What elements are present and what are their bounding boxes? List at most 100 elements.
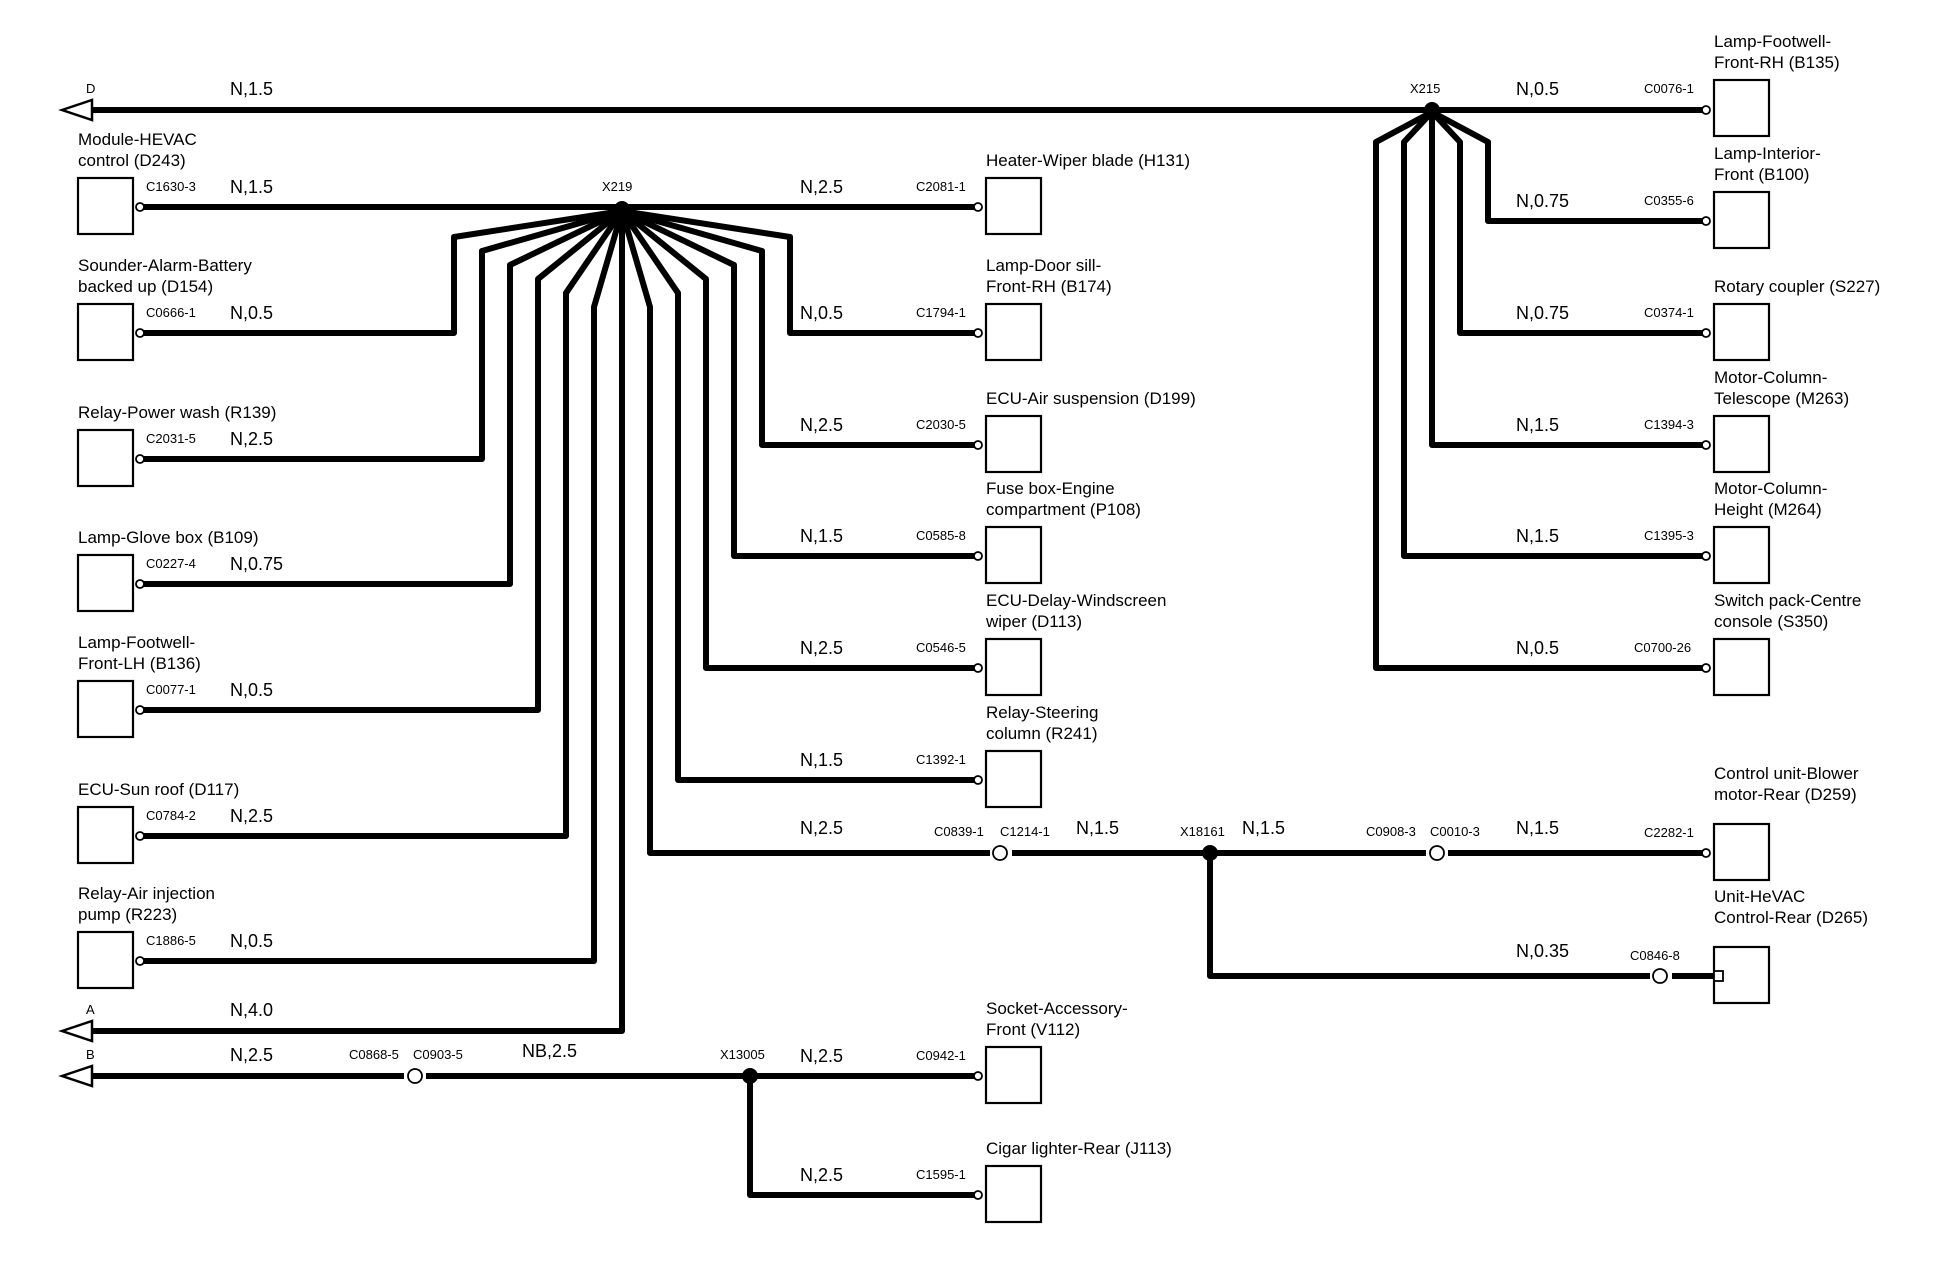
- inline-c0903: C0903-5: [413, 1047, 463, 1062]
- wire-rotary: [1429, 109, 1706, 336]
- connector-pins: [135, 105, 1724, 1200]
- connector-label-socket-acc: C0942-1: [916, 1048, 966, 1063]
- component-name-sounder: Sounder-Alarm-Battery: [78, 256, 252, 275]
- component-name-socket-acc: Front (V112): [986, 1020, 1080, 1039]
- connector-label-cigar: C1595-1: [916, 1167, 966, 1182]
- pin-airinj-icon: [135, 956, 145, 966]
- wire-footwell-lh: [142, 208, 624, 713]
- wire-sunroof: [142, 209, 625, 839]
- component-name-heater-wiper: Heater-Wiper blade (H131): [986, 151, 1190, 170]
- connector-label-door-sill: C1794-1: [916, 305, 966, 320]
- arrow-a-icon: [58, 1019, 94, 1043]
- component-name-delay-wiper: wiper (D113): [985, 612, 1082, 631]
- connector-label-switchpack: C0700-26: [1634, 640, 1691, 655]
- connector-label-fusebox: C0585-8: [916, 528, 966, 543]
- inline-labels: C0839-1 C1214-1 C0908-3 C0010-3 C0868-5 …: [349, 818, 1480, 1062]
- box-sounder: [76, 302, 135, 362]
- box-delay-wiper: [984, 637, 1043, 697]
- inline-c0868: C0868-5: [349, 1047, 399, 1062]
- pin-c0839-icon: [992, 845, 1008, 861]
- connector-label-air-susp: C2030-5: [916, 417, 966, 432]
- wire-label-height: N,1.5: [1516, 526, 1559, 546]
- wire-steering: [619, 209, 978, 783]
- arrow-d-letter: D: [86, 81, 95, 96]
- pin-telescope-icon: [1701, 440, 1711, 450]
- component-name-telescope: Telescope (M263): [1714, 389, 1849, 408]
- wire-powerwash: [142, 208, 623, 462]
- box-telescope: [1712, 414, 1771, 474]
- connector-label-blower: C2282-1: [1644, 825, 1694, 840]
- component-name-hevac-rear: Unit-HeVAC: [1714, 887, 1805, 906]
- splice-x219-label: X219: [602, 179, 632, 194]
- splice-x13005-dot: [742, 1068, 758, 1084]
- component-name-switchpack: Switch pack-Centre: [1714, 591, 1861, 610]
- box-steering: [984, 749, 1043, 809]
- connector-label-rotary: C0374-1: [1644, 305, 1694, 320]
- pin-glovebox-icon: [135, 579, 145, 589]
- wire-label-footwell-rh: N,0.5: [1516, 79, 1559, 99]
- wire-label-footwell-lh: N,0.5: [230, 680, 273, 700]
- component-name-door-sill: Lamp-Door sill-: [986, 256, 1101, 275]
- pin-sounder-icon: [135, 328, 145, 338]
- box-door-sill: [984, 302, 1043, 362]
- component-name-footwell-rh: Front-RH (B135): [1714, 53, 1840, 72]
- component-name-sounder: backed up (D154): [78, 277, 213, 296]
- wire-switchpack: [1373, 109, 1706, 671]
- connector-label-steering: C1392-1: [916, 752, 966, 767]
- inline-wire-x18161-c0908: N,1.5: [1242, 818, 1285, 838]
- wire-label-fusebox: N,1.5: [800, 526, 843, 546]
- pin-interior-icon: [1701, 216, 1711, 226]
- inline-wire-c1214-x18161: N,1.5: [1076, 818, 1119, 838]
- wire-label-air-susp: N,2.5: [800, 415, 843, 435]
- component-name-fusebox: compartment (P108): [986, 500, 1141, 519]
- box-footwell-lh: [76, 679, 135, 739]
- wire-delay-wiper: [620, 208, 978, 671]
- wire-label-cigar: N,2.5: [800, 1165, 843, 1185]
- wire-label-glovebox: N,0.75: [230, 554, 283, 574]
- component-name-sunroof: ECU-Sun roof (D117): [78, 780, 239, 799]
- component-name-door-sill: Front-RH (B174): [986, 277, 1112, 296]
- pin-footwell-rh-icon: [1701, 105, 1711, 115]
- connector-label-interior: C0355-6: [1644, 193, 1694, 208]
- wire-label-rotary: N,0.75: [1516, 303, 1569, 323]
- arrow-d-wire: N,1.5: [230, 79, 273, 99]
- inline-wire-x219-out: N,2.5: [800, 818, 843, 838]
- pin-c0868-icon: [407, 1068, 423, 1084]
- connector-label-airinj: C1886-5: [146, 933, 196, 948]
- splice-labels: X219 X215 X18161 X13005: [602, 81, 1440, 1062]
- component-name-glovebox: Lamp-Glove box (B109): [78, 528, 258, 547]
- pin-hevac-rear-icon: [1713, 970, 1724, 982]
- arrow-b-wire: N,2.5: [230, 1045, 273, 1065]
- wire-label-powerwash: N,2.5: [230, 429, 273, 449]
- wire-label-door-sill: N,0.5: [800, 303, 843, 323]
- wire-cigar: [747, 1076, 978, 1198]
- box-rotary: [1712, 302, 1771, 362]
- connector-label-delay-wiper: C0546-5: [916, 640, 966, 655]
- wire-interior: [1430, 109, 1706, 224]
- connector-label-sunroof: C0784-2: [146, 808, 196, 823]
- arrow-labels: D N,1.5 A N,4.0 B N,2.5: [86, 79, 273, 1065]
- arrow-b-icon: [58, 1064, 94, 1088]
- splice-x215-dot: [1424, 102, 1440, 118]
- pin-door-sill-icon: [973, 328, 983, 338]
- pin-blower-icon: [1701, 848, 1711, 858]
- pin-sunroof-icon: [135, 831, 145, 841]
- box-airinj: [76, 930, 135, 990]
- component-name-steering: Relay-Steering: [986, 703, 1098, 722]
- arrow-b-letter: B: [86, 1047, 95, 1062]
- component-name-blower: motor-Rear (D259): [1714, 785, 1857, 804]
- connector-label-height: C1395-3: [1644, 528, 1694, 543]
- pin-switchpack-icon: [1701, 663, 1711, 673]
- arrow-d-icon: [58, 98, 94, 122]
- pin-c0846-icon: [1652, 968, 1668, 984]
- ground-arrows: [58, 98, 94, 1088]
- pin-air-susp-icon: [973, 440, 983, 450]
- connector-label-footwell-rh: C0076-1: [1644, 81, 1694, 96]
- component-name-hevac-rear: Control-Rear (D265): [1714, 908, 1868, 927]
- box-sunroof: [76, 805, 135, 865]
- pin-cigar-icon: [973, 1190, 983, 1200]
- pin-socket-acc-icon: [973, 1071, 983, 1081]
- arrow-a-wire: N,4.0: [230, 1000, 273, 1020]
- box-powerwash: [76, 428, 135, 488]
